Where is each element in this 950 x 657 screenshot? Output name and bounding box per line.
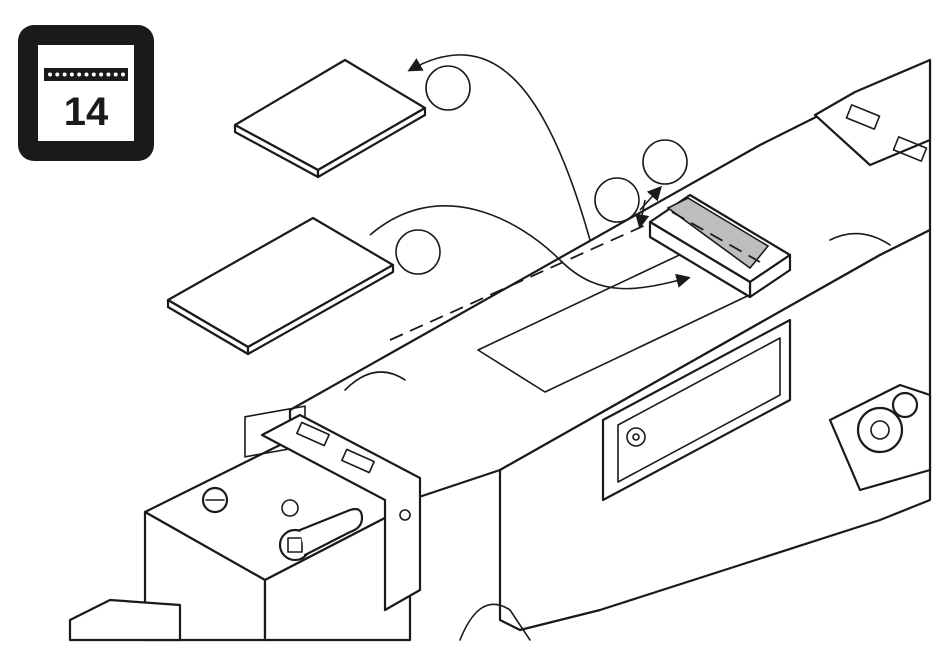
callout-circle-top-pad xyxy=(426,66,470,110)
step-number: 14 xyxy=(64,90,109,134)
lower-pad xyxy=(168,218,393,354)
callout-circle-lower-pad xyxy=(396,230,440,274)
badge-dot xyxy=(55,73,59,77)
top-pad xyxy=(235,60,425,177)
badge-dot xyxy=(48,73,52,77)
callout-circle-connector-b xyxy=(643,140,687,184)
badge-dot xyxy=(114,73,118,77)
badge-dot xyxy=(77,73,81,77)
badge-dot xyxy=(106,73,110,77)
badge-dot xyxy=(85,73,89,77)
badge-dot xyxy=(92,73,96,77)
badge-dot xyxy=(70,73,74,77)
callout-circle-connector-a xyxy=(595,178,639,222)
badge-dot xyxy=(121,73,125,77)
badge-dot xyxy=(99,73,103,77)
badge-dot xyxy=(63,73,67,77)
step-badge: 14 xyxy=(18,25,154,161)
arrow-top-pad xyxy=(410,55,590,240)
